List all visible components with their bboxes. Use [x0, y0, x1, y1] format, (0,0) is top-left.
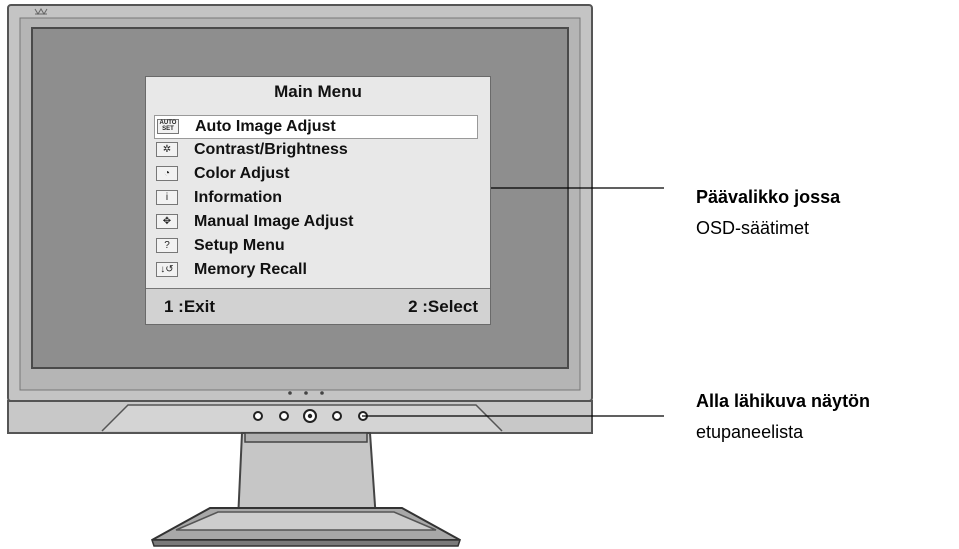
osd-item-label: Auto Image Adjust: [195, 118, 336, 135]
front-button-2[interactable]: [279, 411, 289, 421]
color-palette-icon: ◔: [156, 166, 178, 181]
callout-text: etupaneelista: [696, 422, 804, 442]
callout-text: OSD-säätimet: [696, 218, 810, 238]
osd-title: Main Menu: [274, 82, 362, 101]
power-button-center: [307, 413, 313, 419]
osd-item-auto-image-adjust[interactable]: AUTO SET Auto Image Adjust: [154, 115, 478, 139]
osd-menu-list: AUTO SET Auto Image Adjust ✲ Contrast/Br…: [154, 115, 478, 283]
indicator-dot: [304, 391, 308, 395]
indicator-dot: [288, 391, 292, 395]
callout-heading: Päävalikko jossa: [696, 187, 841, 207]
stand-neck: [236, 432, 378, 521]
brand-logo-icon: [34, 8, 48, 15]
info-icon: i: [156, 190, 178, 205]
four-arrows-icon: ✥: [156, 214, 178, 229]
callout-main-menu: Päävalikko jossa OSD-säätimet: [696, 187, 840, 239]
osd-item-memory-recall[interactable]: ↓↺ Memory Recall: [154, 259, 478, 283]
callout-front-panel: Alla lähikuva näytön etupaneelista: [696, 391, 870, 443]
osd-item-color-adjust[interactable]: ◔ Color Adjust: [154, 163, 478, 187]
front-button-3[interactable]: [332, 411, 342, 421]
indicator-dot: [320, 391, 324, 395]
osd-item-contrast-brightness[interactable]: ✲ Contrast/Brightness: [154, 139, 478, 163]
osd-item-label: Contrast/Brightness: [194, 141, 348, 158]
osd-select-hint: 2 :Select: [408, 297, 478, 316]
auto-set-icon: AUTO SET: [157, 119, 179, 134]
question-icon: ?: [156, 238, 178, 253]
sun-icon: ✲: [156, 142, 178, 157]
osd-main-menu: Main Menu AUTO SET Auto Image Adjust ✲ C…: [145, 76, 491, 325]
front-panel-trapezoid: [101, 404, 503, 432]
front-button-1[interactable]: [253, 411, 263, 421]
osd-item-manual-image-adjust[interactable]: ✥ Manual Image Adjust: [154, 211, 478, 235]
osd-footer: 1 :Exit 2 :Select: [146, 288, 490, 324]
stand-base-top: [175, 511, 437, 531]
osd-item-label: Information: [194, 189, 282, 206]
osd-item-label: Setup Menu: [194, 237, 285, 254]
osd-item-label: Manual Image Adjust: [194, 213, 354, 230]
callout-heading: Alla lähikuva näytön: [696, 391, 871, 411]
osd-item-label: Memory Recall: [194, 261, 307, 278]
memory-recall-icon: ↓↺: [156, 262, 178, 277]
stand-neck-band: [244, 432, 368, 443]
osd-item-information[interactable]: i Information: [154, 187, 478, 211]
stand-base-front: [150, 539, 462, 547]
osd-item-label: Color Adjust: [194, 165, 290, 182]
osd-item-setup-menu[interactable]: ? Setup Menu: [154, 235, 478, 259]
osd-exit-hint: 1 :Exit: [164, 297, 216, 316]
